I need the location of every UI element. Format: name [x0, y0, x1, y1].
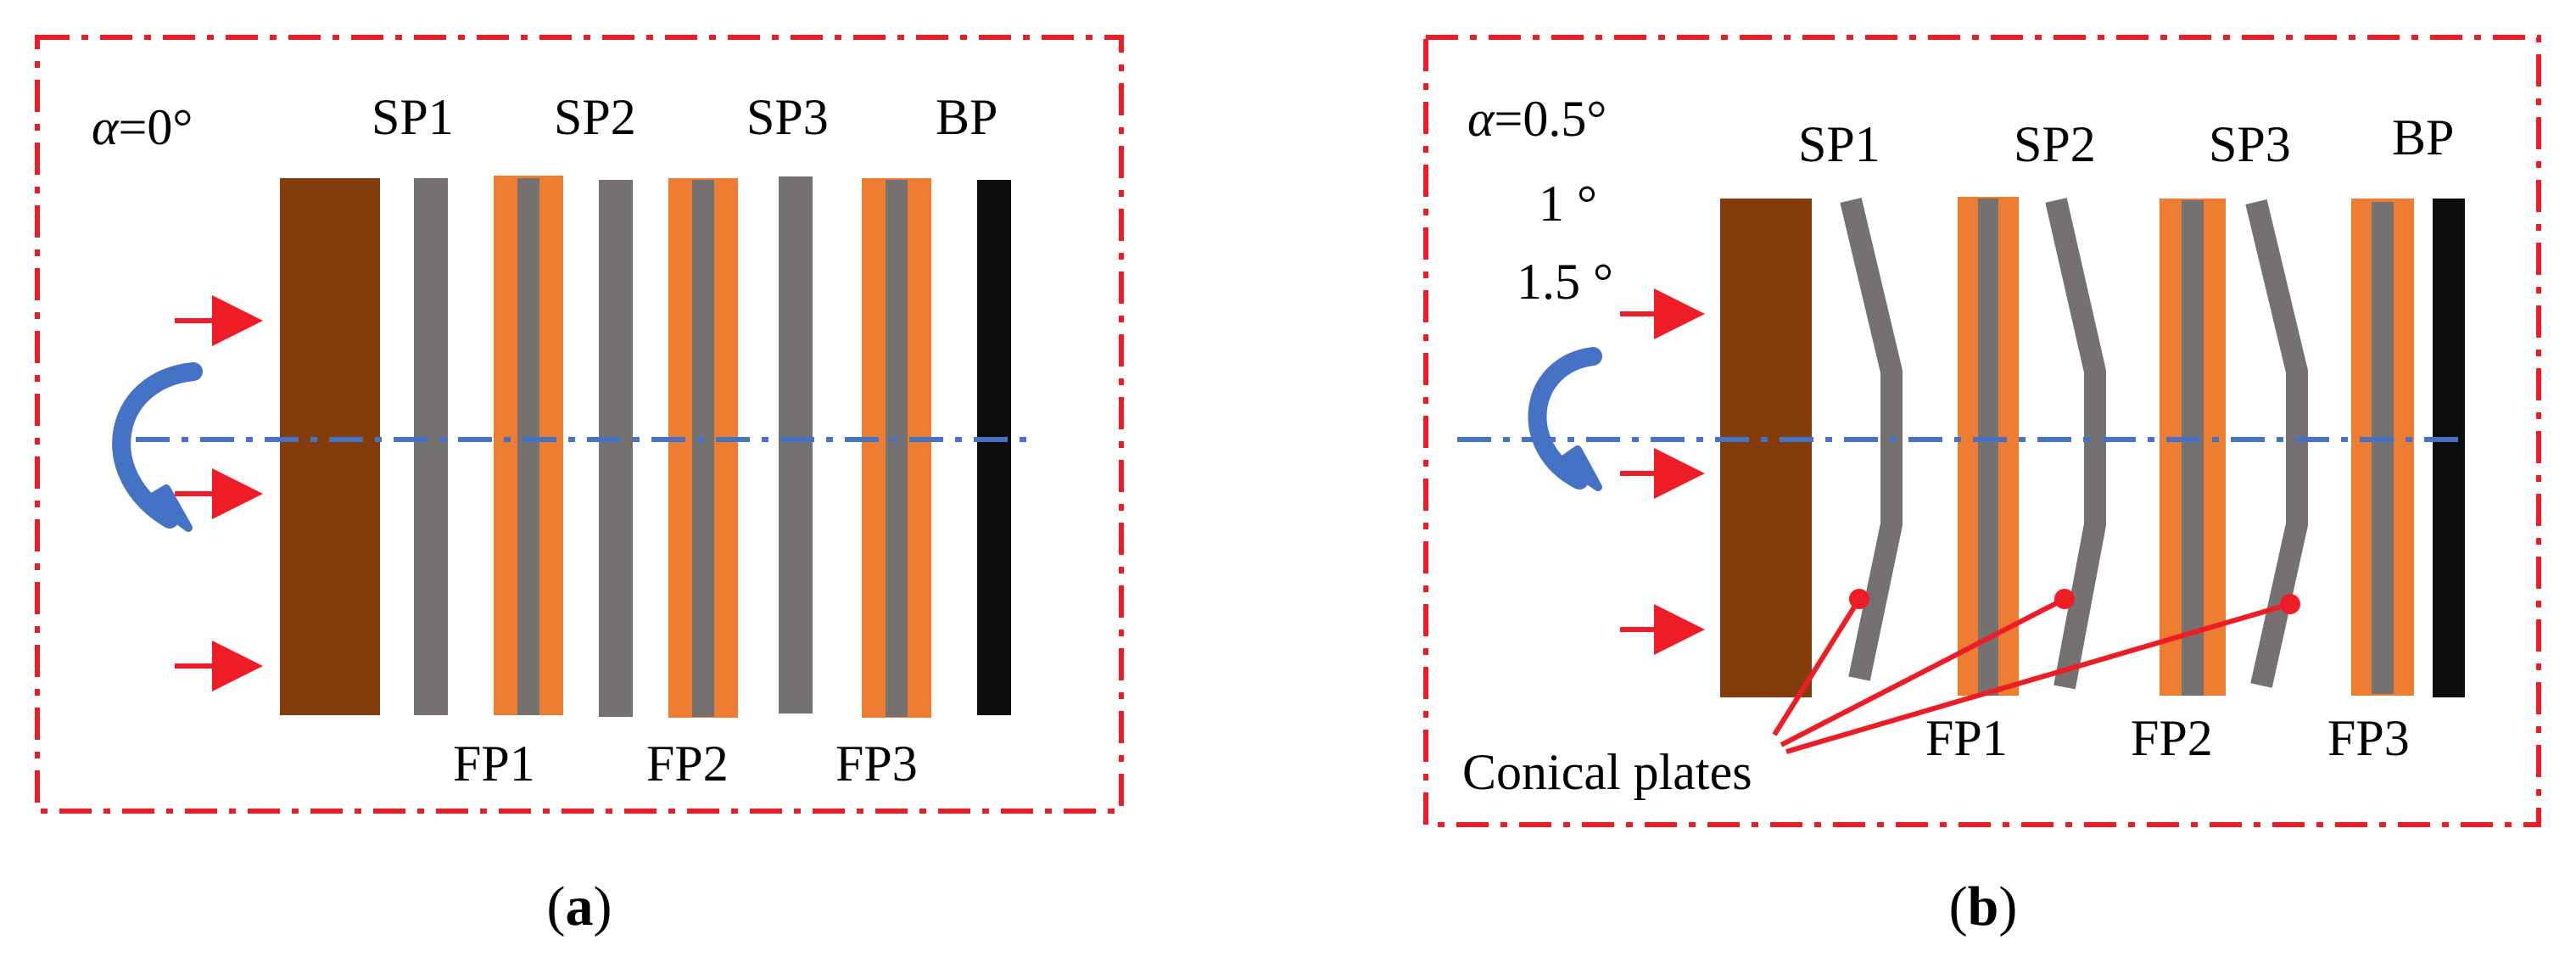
label-sp3: SP3: [2209, 116, 2291, 172]
label-fp2: FP2: [646, 736, 729, 792]
label-fp1: FP1: [453, 736, 535, 792]
conical-callout-lines: [1772, 596, 2291, 754]
friction-plate-fp2: [668, 178, 738, 718]
alpha-symbol: α: [92, 99, 120, 155]
label-fp3: FP3: [2327, 710, 2410, 766]
alpha-line-2: 1 °: [1539, 176, 1597, 232]
label-sp3: SP3: [746, 89, 829, 145]
friction-plate-fp1: [1958, 197, 2019, 696]
conical-plate-sp2: [2045, 198, 2106, 690]
label-sp1: SP1: [1798, 116, 1880, 172]
callout-dot: [1849, 589, 1869, 609]
label-sp2: SP2: [2014, 116, 2096, 172]
alpha-line-3: 1.5 °: [1517, 254, 1613, 310]
friction-plate-fp2: [2160, 199, 2226, 696]
label-fp2: FP2: [2131, 710, 2213, 766]
label-bp: BP: [936, 89, 997, 145]
panel-a: α=0° SP1 SP2 SP3 BP FP1 FP2 FP3 (a): [35, 35, 1124, 937]
panel-a-frame: [35, 35, 1124, 814]
label-sp2: SP2: [554, 89, 636, 145]
panel-b-frame: [1423, 35, 2541, 827]
alpha-value: =0.5°: [1495, 91, 1607, 147]
caption-a: (a): [547, 876, 612, 937]
alpha-symbol: α: [1467, 91, 1495, 147]
alpha-value: =0°: [119, 99, 193, 155]
steel-plate-sp2: [599, 180, 633, 717]
callout-dot: [2280, 594, 2300, 614]
alpha-label: α=0°: [92, 99, 193, 155]
callout-dot: [2054, 589, 2075, 609]
alpha-label: α=0.5°: [1467, 91, 1607, 147]
label-bp: BP: [2392, 109, 2454, 165]
back-plate: [977, 180, 1011, 715]
label-sp1: SP1: [372, 89, 454, 145]
rotor-block: [1720, 199, 1812, 697]
friction-plate-fp3: [862, 178, 931, 718]
friction-plate-fp1: [494, 176, 563, 715]
conical-plates-label: Conical plates: [1462, 744, 1752, 800]
conical-plate-sp1: [1840, 197, 1903, 681]
panel-b: α=0.5° 1 ° 1.5 ° SP1 SP2 SP3 BP FP1 FP2 …: [1423, 35, 2541, 937]
label-fp3: FP3: [835, 736, 918, 792]
rotor-block: [280, 178, 380, 715]
friction-plate-fp3: [2351, 199, 2414, 696]
caption-b: (b): [1949, 876, 2018, 937]
rotation-arrow-icon: [112, 362, 203, 532]
label-fp1: FP1: [1925, 710, 2008, 766]
steel-plate-sp1: [414, 178, 448, 715]
steel-plate-sp3: [779, 176, 813, 714]
rotation-arrow-icon: [1528, 347, 1602, 491]
back-plate: [2433, 199, 2465, 697]
